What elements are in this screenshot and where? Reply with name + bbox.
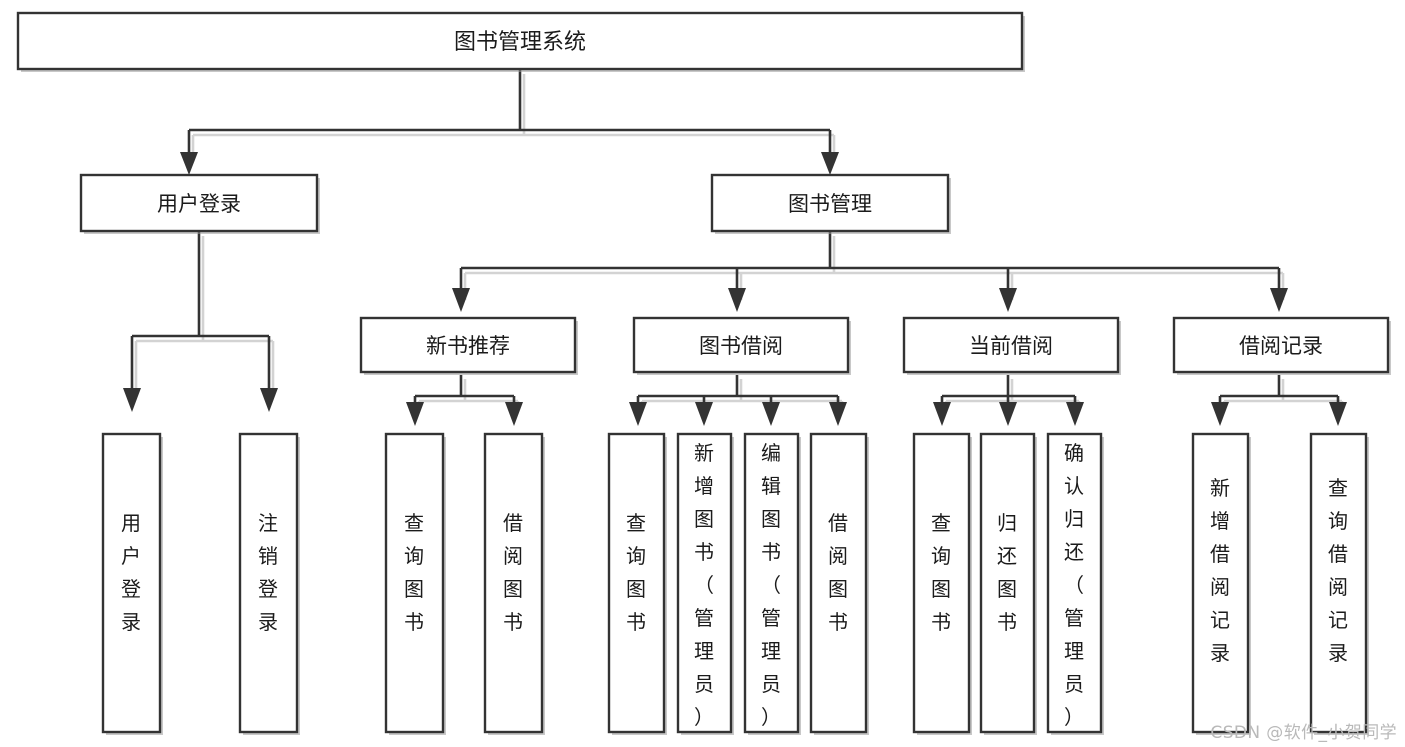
- arrow-head-icon: [999, 402, 1017, 426]
- node-book-borrow-label: 图书借阅: [699, 334, 783, 358]
- edge-userlogin-to-leaves: [123, 232, 278, 412]
- arrow-head-icon: [1066, 402, 1084, 426]
- node-leaf-edit-book[interactable]: 编辑图书（管理员）: [743, 432, 801, 735]
- node-borrow-record-label: 借阅记录: [1239, 334, 1323, 358]
- node-leaf-user-login[interactable]: 用户登录: [101, 432, 163, 735]
- arrow-head-icon: [728, 288, 746, 312]
- node-leaf-query-borrow-record[interactable]: 查询借阅记录: [1309, 432, 1369, 735]
- node-leaf-add-book[interactable]: 新增图书（管理员）: [676, 432, 734, 735]
- arrow-head-icon: [406, 402, 424, 426]
- arrow-head-icon: [629, 402, 647, 426]
- node-leaf-query-book-2-label: 查询图书: [626, 511, 646, 634]
- node-leaf-add-borrow-record-label: 新增借阅记录: [1210, 476, 1230, 665]
- node-root-label: 图书管理系统: [454, 30, 586, 55]
- node-borrow-record[interactable]: 借阅记录: [1172, 316, 1391, 375]
- node-leaf-add-book-label: 新增图书（管理员）: [694, 441, 714, 729]
- edge-currentborrow-to-leaves: [933, 375, 1084, 426]
- node-user-login[interactable]: 用户登录: [79, 173, 320, 234]
- arrow-head-icon: [821, 152, 839, 175]
- node-leaf-edit-book-label: 编辑图书（管理员）: [761, 441, 781, 729]
- node-book-mgmt-label: 图书管理: [788, 192, 872, 216]
- arrow-head-icon: [123, 388, 141, 412]
- arrow-head-icon: [1211, 402, 1229, 426]
- node-leaf-return-book[interactable]: 归还图书: [979, 432, 1037, 735]
- node-leaf-query-book-1-label: 查询图书: [404, 511, 424, 634]
- arrow-head-icon: [999, 288, 1017, 312]
- arrow-head-icon: [180, 152, 198, 175]
- node-leaf-user-login-label: 用户登录: [121, 511, 141, 634]
- arrow-head-icon: [260, 388, 278, 412]
- arrow-head-icon: [933, 402, 951, 426]
- arrow-head-icon: [762, 402, 780, 426]
- node-current-borrow[interactable]: 当前借阅: [902, 316, 1121, 375]
- arrow-head-icon: [1329, 402, 1347, 426]
- watermark-text: CSDN @软件_小贺同学: [1210, 723, 1397, 743]
- node-leaf-borrow-book-1[interactable]: 借阅图书: [483, 432, 545, 735]
- node-new-book-rec[interactable]: 新书推荐: [359, 316, 578, 375]
- node-leaf-confirm-return-label: 确认归还（管理员）: [1064, 441, 1084, 729]
- node-leaf-borrow-book-1-label: 借阅图书: [503, 511, 523, 634]
- edge-bookborrow-to-leaves: [629, 375, 847, 426]
- node-leaf-borrow-book-2-label: 借阅图书: [828, 511, 848, 634]
- node-leaf-add-borrow-record[interactable]: 新增借阅记录: [1191, 432, 1251, 735]
- node-leaf-query-borrow-record-label: 查询借阅记录: [1328, 476, 1348, 665]
- edge-borrowrecord-to-leaves: [1211, 375, 1347, 426]
- node-leaf-query-book-3-label: 查询图书: [931, 511, 951, 634]
- arrow-head-icon: [452, 288, 470, 312]
- arrow-head-icon: [505, 402, 523, 426]
- node-leaf-query-book-2[interactable]: 查询图书: [607, 432, 667, 735]
- edge-root-to-level1: [180, 70, 839, 175]
- node-leaf-return-book-label: 归还图书: [997, 511, 1017, 634]
- node-current-borrow-label: 当前借阅: [969, 334, 1053, 358]
- node-leaf-query-book-3[interactable]: 查询图书: [912, 432, 972, 735]
- arrow-head-icon: [695, 402, 713, 426]
- arrow-head-icon: [1270, 288, 1288, 312]
- edge-bookmgmt-to-level2: [452, 232, 1288, 312]
- node-leaf-borrow-book-2[interactable]: 借阅图书: [809, 432, 869, 735]
- edge-newbook-to-leaves: [406, 375, 523, 426]
- node-leaf-confirm-return[interactable]: 确认归还（管理员）: [1046, 432, 1104, 735]
- connectors-layer: [123, 70, 1347, 426]
- node-leaf-logout-label: 注销登录: [258, 511, 278, 634]
- node-user-login-label: 用户登录: [157, 192, 241, 216]
- node-book-borrow[interactable]: 图书借阅: [632, 316, 851, 375]
- node-leaf-logout[interactable]: 注销登录: [238, 432, 300, 735]
- node-new-book-rec-label: 新书推荐: [426, 334, 510, 358]
- node-book-mgmt[interactable]: 图书管理: [710, 173, 951, 234]
- node-leaf-query-book-1[interactable]: 查询图书: [384, 432, 446, 735]
- arrow-head-icon: [829, 402, 847, 426]
- node-root[interactable]: 图书管理系统: [16, 11, 1025, 72]
